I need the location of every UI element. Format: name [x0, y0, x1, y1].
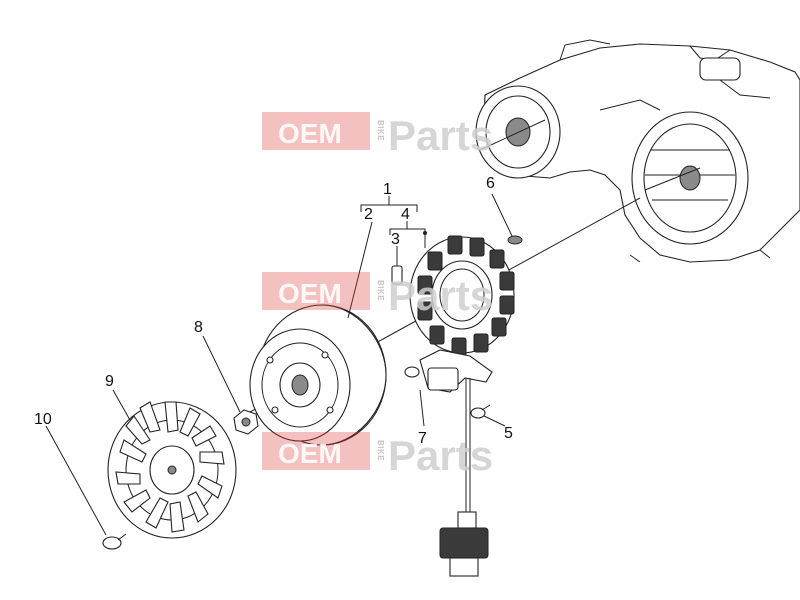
svg-text:OEM: OEM [278, 438, 342, 469]
pickup-screw [404, 366, 420, 378]
svg-text:Parts: Parts [388, 432, 493, 479]
callout-3: 3 [391, 231, 400, 248]
svg-text:Parts: Parts [388, 112, 493, 159]
callout-2: 2 [364, 206, 373, 223]
callout-5: 5 [504, 425, 513, 442]
stator-screw [470, 404, 491, 419]
watermark-middle: OEM BIKE Parts [262, 272, 493, 319]
dowel-pin [507, 235, 523, 245]
engine-crankcase [475, 39, 800, 263]
callout-6: 6 [486, 175, 495, 192]
svg-text:OEM: OEM [278, 118, 342, 149]
callout-8: 8 [194, 319, 203, 336]
flywheel-rotor [249, 304, 387, 446]
flywheel-nut [233, 409, 259, 435]
svg-text:BIKE: BIKE [376, 440, 385, 461]
callout-10: 10 [34, 411, 52, 428]
svg-text:BIKE: BIKE [376, 280, 385, 301]
callout-4: 4 [401, 206, 410, 223]
callout-7: 7 [418, 430, 427, 447]
pickup-bracket [419, 349, 493, 577]
watermark-bottom: OEM BIKE Parts [262, 432, 493, 479]
svg-text:OEM: OEM [278, 278, 342, 309]
stator [409, 235, 515, 357]
fan-screw [102, 533, 127, 550]
callout-9: 9 [105, 373, 114, 390]
watermark-top: OEM BIKE Parts [262, 112, 493, 159]
leader-lines [45, 196, 506, 536]
svg-text:BIKE: BIKE [376, 120, 385, 141]
callout-1: 1 [383, 181, 392, 198]
cooling-fan [107, 401, 237, 539]
callout-labels: 1 2 3 4 5 6 7 8 9 10 [34, 175, 513, 447]
svg-text:Parts: Parts [388, 272, 493, 319]
